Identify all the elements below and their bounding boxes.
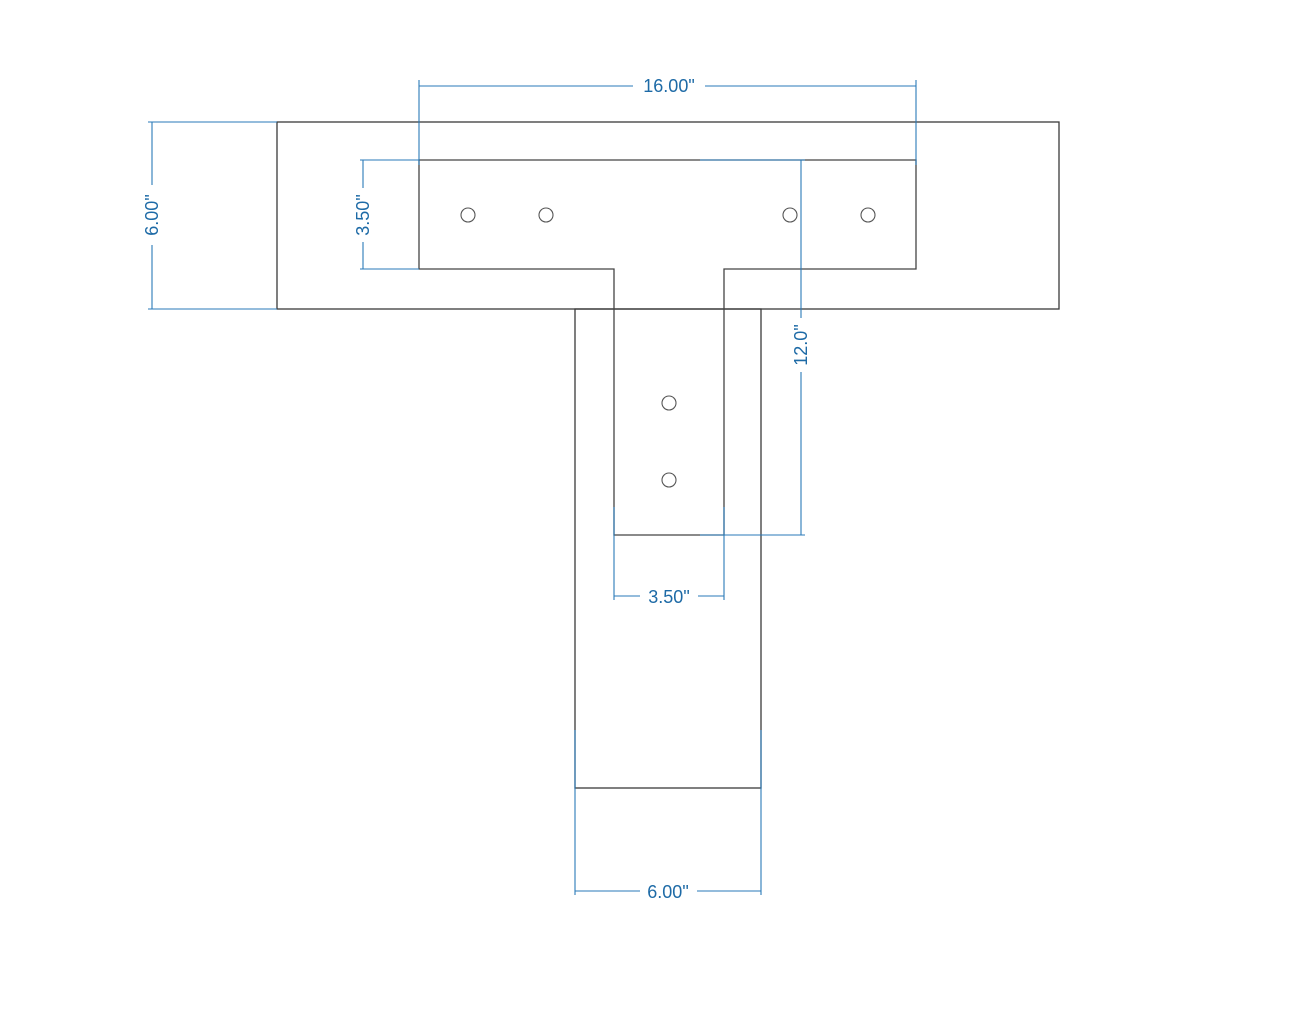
dimension-leg-length: 12.0" <box>700 159 811 536</box>
leg-holes <box>661 395 677 488</box>
dimension-label: 16.00" <box>643 76 694 96</box>
dimension-plate-width: 16.00" <box>418 76 917 165</box>
hole-icon <box>538 207 554 223</box>
dimension-label: 6.00" <box>142 194 162 235</box>
dimension-arm-height: 3.50" <box>353 159 419 270</box>
hole-icon <box>860 207 876 223</box>
horizontal-beam-outline <box>276 121 1060 310</box>
hole-icon <box>460 207 476 223</box>
dimension-leg-width: 3.50" <box>613 507 725 607</box>
dimension-post-width: 6.00" <box>574 730 762 902</box>
dimension-label: 6.00" <box>647 882 688 902</box>
vertical-post-outline <box>574 308 762 789</box>
hole-icon <box>661 395 677 411</box>
dimension-label: 3.50" <box>648 587 689 607</box>
hole-icon <box>661 472 677 488</box>
hole-icon <box>782 207 798 223</box>
dimension-beam-depth: 6.00" <box>142 121 277 310</box>
dimension-label: 12.0" <box>791 324 811 365</box>
arm-holes <box>460 207 876 223</box>
dimension-label: 3.50" <box>353 194 373 235</box>
